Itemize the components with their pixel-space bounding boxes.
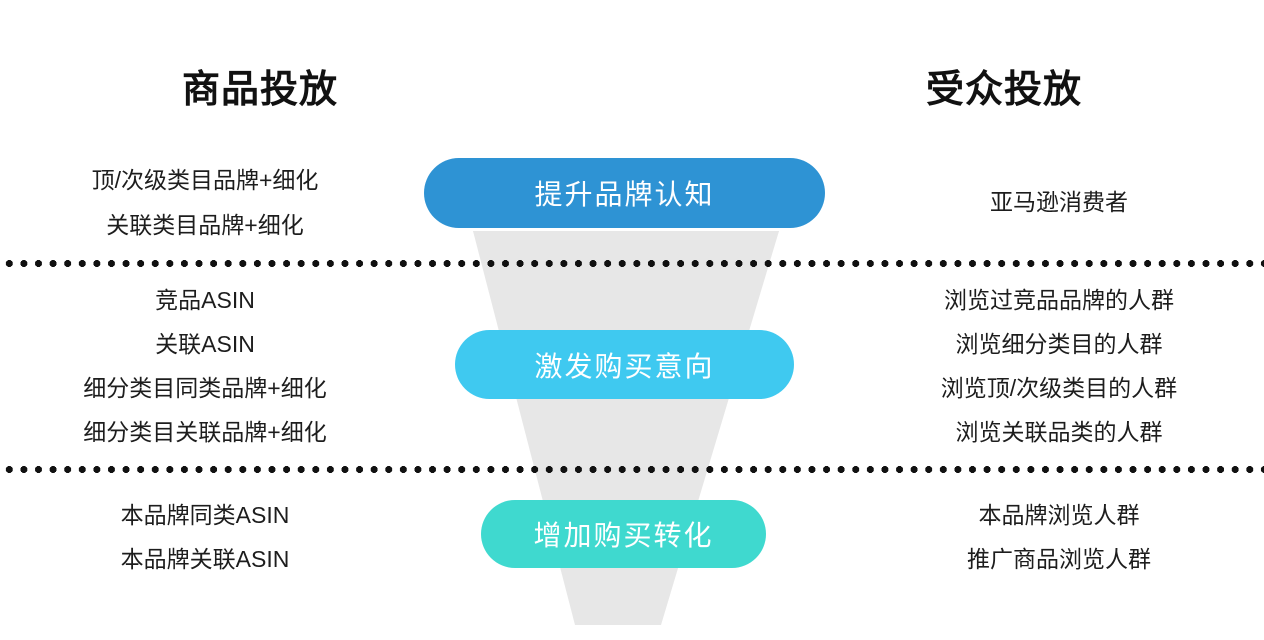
list-item: 本品牌浏览人群	[978, 501, 1140, 528]
product-targets-awareness: 顶/次级类目品牌+细化 关联类目品牌+细化	[0, 150, 410, 255]
list-item: 亚马逊消费者	[990, 189, 1128, 216]
stage-divider-lower	[0, 466, 1264, 473]
audience-targets-conversion: 本品牌浏览人群 推广商品浏览人群	[854, 487, 1264, 587]
column-header-product-targeting: 商品投放	[181, 69, 338, 111]
stage-divider-upper	[0, 260, 1264, 267]
list-item: 细分类目关联品牌+细化	[83, 419, 327, 446]
list-item: 本品牌关联ASIN	[120, 546, 290, 572]
list-item: 关联类目品牌+细化	[106, 211, 304, 238]
list-item: 浏览细分类目的人群	[955, 330, 1163, 357]
list-item: 本品牌同类ASIN	[120, 501, 290, 528]
list-item: 顶/次级类目品牌+细化	[91, 167, 319, 194]
list-item: 竞品ASIN	[155, 286, 255, 313]
column-header-audience-targeting: 受众投放	[925, 69, 1082, 111]
product-targets-consideration: 竞品ASIN 关联ASIN 细分类目同类品牌+细化 细分类目关联品牌+细化	[0, 275, 410, 457]
list-item: 浏览关联品类的人群	[955, 419, 1163, 446]
stage-pill-conversion[interactable]: 增加购买转化	[481, 500, 766, 568]
stage-pill-consideration[interactable]: 激发购买意向	[455, 330, 794, 399]
list-item: 浏览顶/次级类目的人群	[940, 375, 1178, 401]
audience-targets-awareness: 亚马逊消费者	[854, 150, 1264, 255]
list-item: 推广商品浏览人群	[967, 546, 1151, 572]
list-item: 浏览过竞品品牌的人群	[944, 286, 1174, 313]
list-item: 细分类目同类品牌+细化	[83, 375, 327, 401]
product-targets-conversion: 本品牌同类ASIN 本品牌关联ASIN	[0, 487, 410, 587]
audience-targets-consideration: 浏览过竞品品牌的人群 浏览细分类目的人群 浏览顶/次级类目的人群 浏览关联品类的…	[854, 275, 1264, 457]
stage-pill-awareness[interactable]: 提升品牌认知	[424, 158, 825, 228]
list-item: 关联ASIN	[155, 330, 255, 357]
